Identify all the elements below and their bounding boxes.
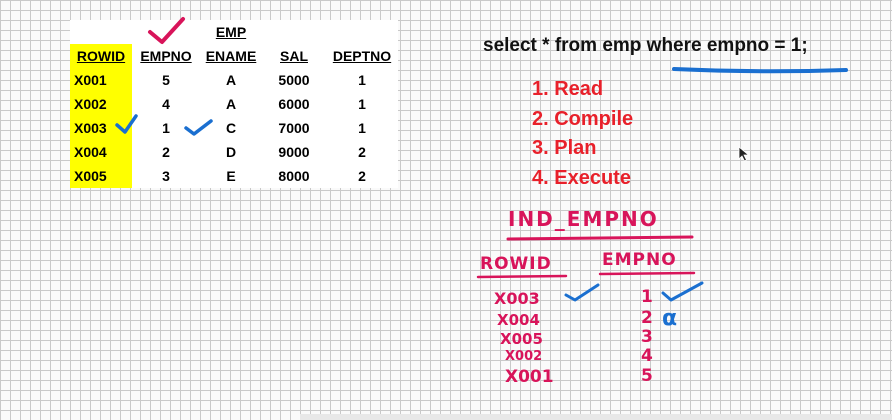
header-ename: ENAME xyxy=(205,48,257,64)
table-row-deptno: 1 xyxy=(358,72,366,88)
check-mark-icon xyxy=(148,17,185,44)
rowid-column-highlight xyxy=(70,44,132,188)
index-empno: 5 xyxy=(641,366,653,386)
index-rowid: X005 xyxy=(500,330,543,348)
index-header-empno: EMPNO xyxy=(602,250,677,270)
step-execute: 4. Execute xyxy=(532,166,631,189)
table-row-deptno: 1 xyxy=(358,96,366,112)
header-deptno: DEPTNO xyxy=(332,48,392,64)
query-steps-list: 1. Read 2. Compile 3. Plan 4. Execute xyxy=(532,75,633,193)
bottom-edge-bar xyxy=(300,414,892,420)
index-empno: 2 xyxy=(641,308,653,328)
table-title: EMP xyxy=(215,24,247,40)
index-rowid: X004 xyxy=(497,311,540,329)
check-mark-icon xyxy=(564,283,600,302)
table-row-deptno: 2 xyxy=(358,144,366,160)
table-row-deptno: 2 xyxy=(358,168,366,184)
check-mark-icon xyxy=(184,119,213,136)
index-header-underline xyxy=(598,271,696,276)
table-row-rowid: X001 xyxy=(74,72,107,88)
table-row-empno: 2 xyxy=(162,144,170,160)
table-row-sal: 9000 xyxy=(278,144,310,160)
header-rowid: ROWID xyxy=(76,48,126,64)
table-row-deptno: 1 xyxy=(358,120,366,136)
query-underline xyxy=(672,67,848,74)
step-compile: 2. Compile xyxy=(532,107,634,130)
header-empno: EMPNO xyxy=(140,48,192,64)
table-row-rowid: X003 xyxy=(74,120,107,136)
table-row-sal: 5000 xyxy=(278,72,310,88)
index-annotation-alpha: α xyxy=(662,306,677,331)
table-row-empno: 5 xyxy=(162,72,170,88)
table-row-rowid: X002 xyxy=(74,96,107,112)
table-row-sal: 8000 xyxy=(278,168,310,184)
check-mark-icon xyxy=(661,281,704,302)
step-plan: 3. Plan xyxy=(532,137,597,159)
emp-table: EMP ROWID EMPNO ENAME SAL DEPTNO X001 5 … xyxy=(70,20,398,188)
table-row-ename: D xyxy=(225,144,237,160)
table-row-sal: 6000 xyxy=(278,96,310,112)
step-read: 1. Read xyxy=(532,78,604,100)
table-row-ename: C xyxy=(225,120,237,136)
index-rowid: X001 xyxy=(505,367,554,387)
table-row-ename: A xyxy=(225,72,237,88)
table-row-empno: 4 xyxy=(162,96,170,112)
index-title-underline xyxy=(506,235,694,241)
index-empno: 4 xyxy=(641,346,653,366)
table-row-sal: 7000 xyxy=(278,120,310,136)
index-header-underline xyxy=(476,274,568,279)
mouse-cursor-icon xyxy=(738,146,750,162)
index-header-rowid: ROWID xyxy=(480,254,552,274)
table-row-ename: A xyxy=(225,96,237,112)
table-row-rowid: X004 xyxy=(74,144,107,160)
table-row-ename: E xyxy=(226,168,236,184)
index-title: IND_EMPNO xyxy=(508,207,659,231)
index-rowid: X002 xyxy=(505,349,542,364)
table-row-empno: 3 xyxy=(162,168,170,184)
index-rowid: X003 xyxy=(494,289,540,308)
index-empno: 1 xyxy=(641,287,653,307)
index-empno: 3 xyxy=(641,327,653,347)
table-row-rowid: X005 xyxy=(74,168,107,184)
table-row-empno: 1 xyxy=(162,120,170,136)
header-sal: SAL xyxy=(280,48,308,64)
sql-query: select * from emp where empno = 1; xyxy=(483,35,808,56)
check-mark-icon xyxy=(115,114,138,134)
